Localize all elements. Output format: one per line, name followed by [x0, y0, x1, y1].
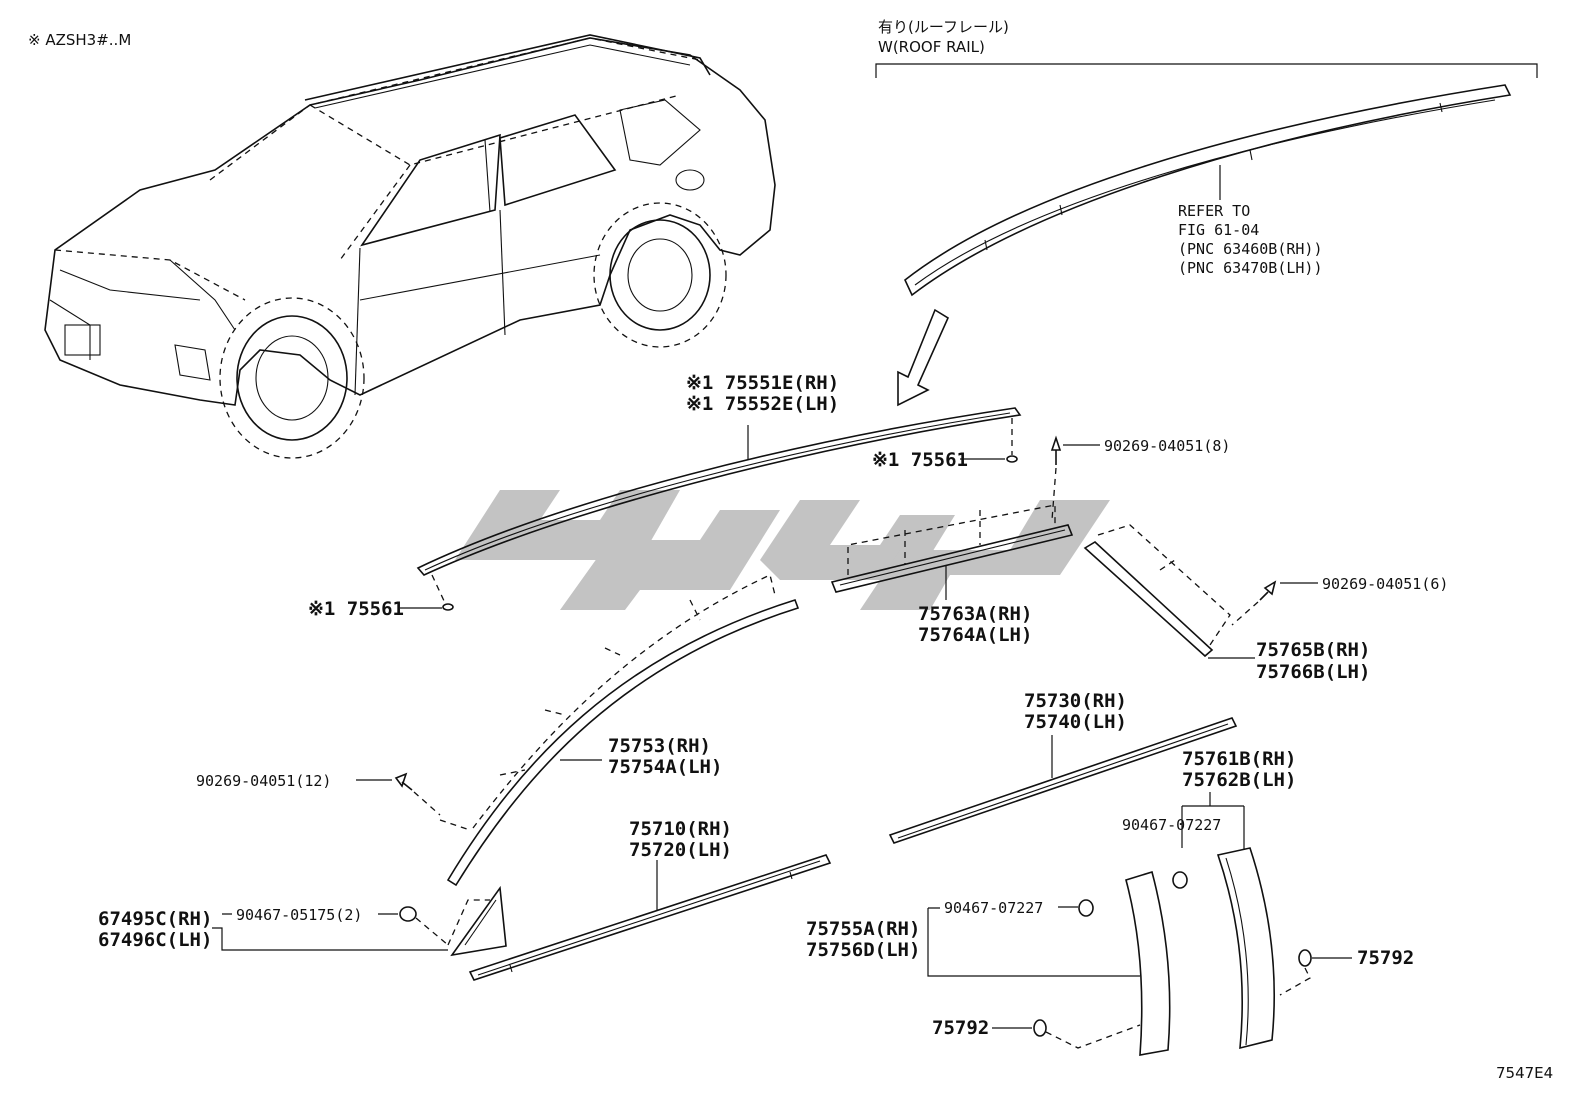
clip-90269-6-icon — [1259, 580, 1277, 601]
label-75792-right: 75792 — [1357, 947, 1414, 969]
label-75766b: 75766B(LH) — [1256, 661, 1370, 683]
vehicle-illustration — [44, 34, 776, 459]
dash-67495c — [415, 899, 490, 946]
corner-piece-67495c-part — [450, 885, 507, 957]
dash-75763a — [847, 504, 1056, 575]
leader-67495c — [212, 913, 448, 951]
belt-molding-75710-part — [468, 854, 832, 981]
refer-line-4: (PNC 63470B(LH)) — [1178, 259, 1323, 277]
pillar-garnish-right-part — [1216, 847, 1275, 1050]
molding-75753-part — [446, 599, 800, 887]
label-75720: 75720(LH) — [629, 839, 732, 861]
clip-90269-8-icon — [1050, 435, 1062, 465]
dash-clip-12 — [413, 791, 441, 816]
label-75764a: 75764A(LH) — [918, 624, 1032, 646]
label-75754a: 75754A(LH) — [608, 756, 722, 778]
label-75756d: 75756D(LH) — [806, 939, 920, 961]
label-75763a: 75763A(RH) — [918, 603, 1032, 625]
dash-75765b — [1097, 524, 1231, 646]
direction-arrow-icon — [897, 308, 950, 407]
label-75792-bottom: 75792 — [932, 1017, 989, 1039]
clip-75792-bottom-icon — [1033, 1019, 1047, 1037]
clip-75561-left-icon — [442, 603, 454, 611]
label-75740: 75740(LH) — [1024, 711, 1127, 733]
label-75730: 75730(RH) — [1024, 690, 1127, 712]
label-clip-07227-b: 90467-07227 — [944, 899, 1043, 917]
molding-75730-part — [888, 717, 1238, 844]
refer-line-1: REFER TO — [1178, 202, 1250, 220]
label-clip-12: 90269-04051(12) — [196, 772, 331, 790]
clip-07227-a-icon — [1172, 871, 1188, 889]
clip-05175-icon — [399, 906, 417, 922]
label-75552e: ※1 75552E(LH) — [686, 393, 839, 415]
label-75561-top: ※1 75561 — [872, 449, 968, 471]
roof-molding-part — [416, 407, 1022, 576]
molding-75763a-part — [830, 524, 1074, 593]
leader-75761b — [1181, 792, 1245, 850]
molding-75765b-part — [1083, 541, 1214, 658]
label-75551e: ※1 75551E(RH) — [686, 372, 839, 394]
label-clip-6: 90269-04051(6) — [1322, 575, 1448, 593]
roof-rail-bracket — [875, 63, 1538, 78]
clip-75792-right-icon — [1298, 949, 1312, 967]
dash-75753 — [439, 574, 776, 831]
pillar-garnish-left-part — [1125, 870, 1171, 1056]
label-clip-05175: 90467-05175(2) — [236, 906, 362, 924]
label-75561-left: ※1 75561 — [308, 598, 404, 620]
refer-line-3: (PNC 63460B(RH)) — [1178, 240, 1323, 258]
dash-clip-6 — [1231, 601, 1259, 626]
roof-rail-part — [904, 84, 1512, 297]
figure-code: 7547E4 — [1496, 1064, 1553, 1082]
label-75761b: 75761B(RH) — [1182, 748, 1296, 770]
label-75753: 75753(RH) — [608, 735, 711, 757]
label-67496c: 67496C(LH) — [98, 929, 212, 951]
leader-75755a — [927, 907, 1140, 977]
roof-rail-label-jp: 有り(ルーフレール) — [878, 18, 1009, 36]
label-75762b: 75762B(LH) — [1182, 769, 1296, 791]
clip-07227-b-icon — [1078, 899, 1094, 917]
dash-75792-bottom — [1045, 1024, 1141, 1049]
model-code-note: ※ AZSH3#..M — [28, 31, 131, 49]
clip-75561-top-icon — [1006, 455, 1018, 463]
label-75710: 75710(RH) — [629, 818, 732, 840]
roof-rail-label-en: W(ROOF RAIL) — [878, 38, 985, 56]
dash-75561-left — [431, 574, 446, 604]
watermark-logo — [455, 490, 1110, 610]
label-clip-07227-a: 90467-07227 — [1122, 816, 1221, 834]
label-75765b: 75765B(RH) — [1256, 639, 1370, 661]
dash-75792-right — [1279, 967, 1311, 996]
dash-clip-8 — [1051, 467, 1057, 521]
label-clip-8: 90269-04051(8) — [1104, 437, 1230, 455]
label-67495c: 67495C(RH) — [98, 908, 212, 930]
clip-90269-12-icon — [394, 772, 413, 791]
refer-line-2: FIG 61-04 — [1178, 221, 1259, 239]
label-75755a: 75755A(RH) — [806, 918, 920, 940]
